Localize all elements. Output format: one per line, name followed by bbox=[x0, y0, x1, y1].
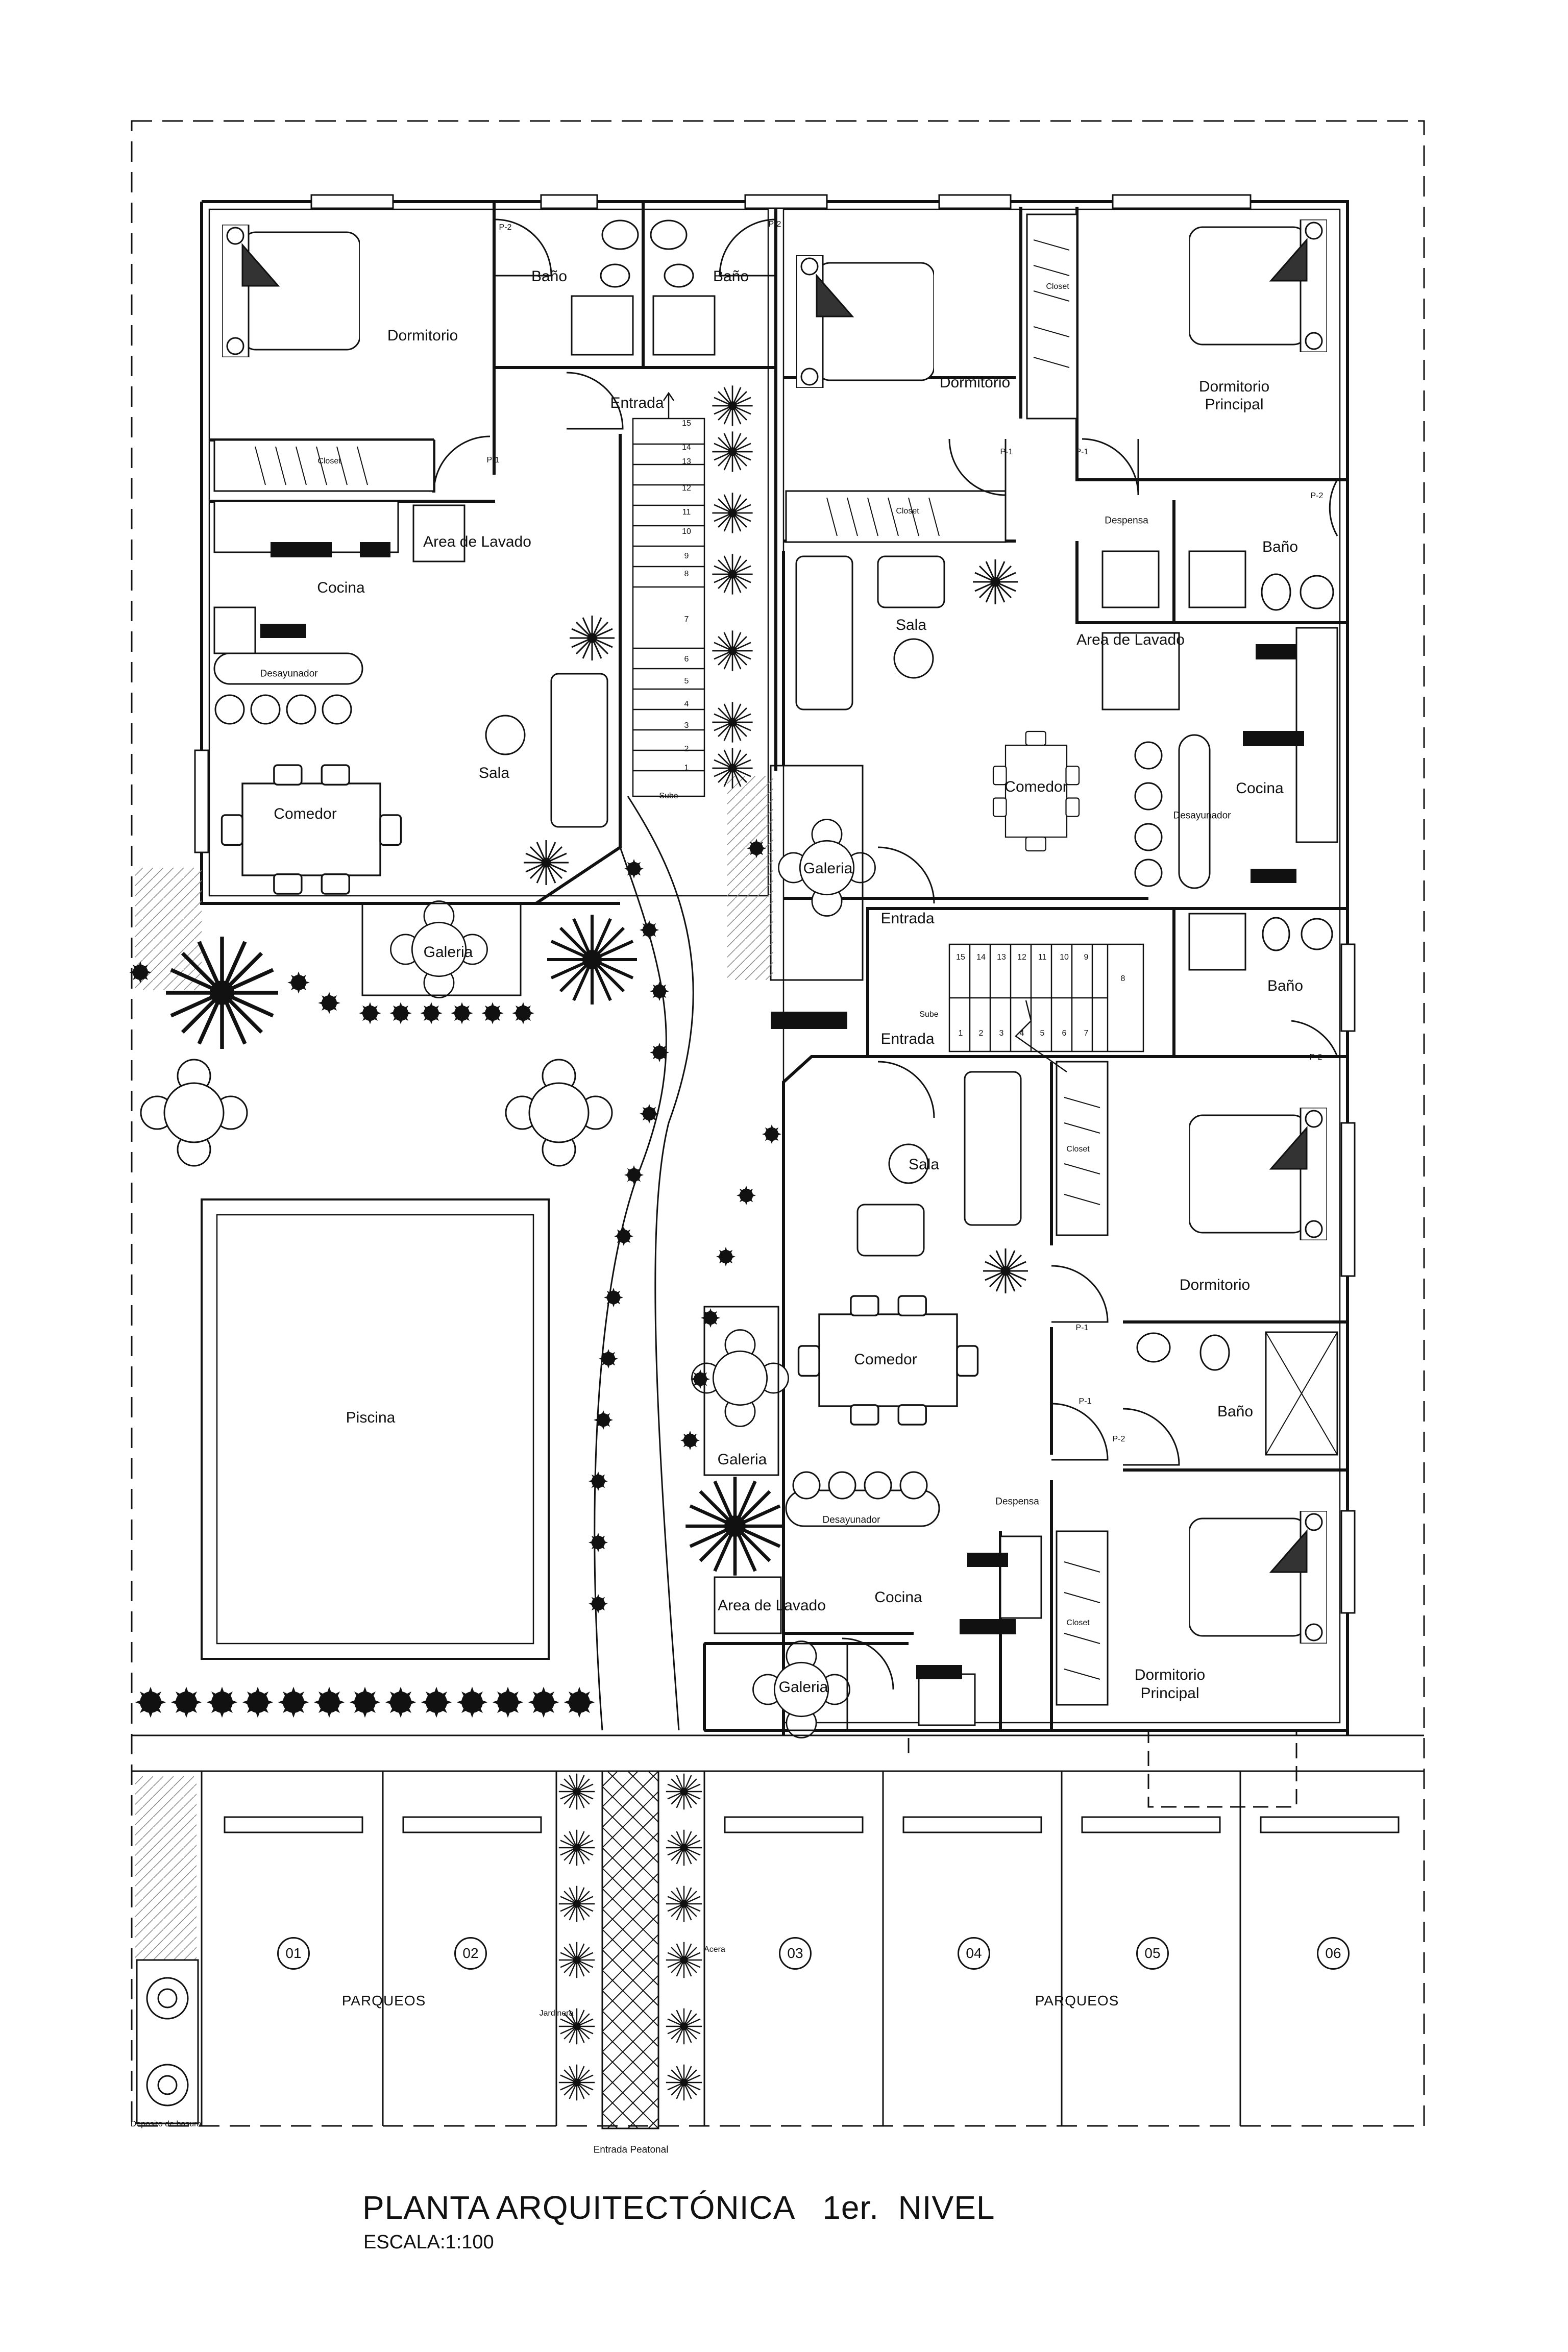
stair-step: 10 bbox=[682, 527, 691, 536]
stair-step: 15 bbox=[682, 419, 691, 428]
room-galeria-bottom-right-b: Galeria bbox=[778, 1679, 828, 1696]
desayunador-top-right: Desayunador bbox=[1173, 810, 1231, 821]
parking-label-right: PARQUEOS bbox=[1035, 1993, 1119, 2008]
room-dormitorio-principal-bottom-right: Dormitorio bbox=[1134, 1667, 1206, 1683]
room-galeria-bottom-right-a: Galeria bbox=[717, 1451, 767, 1468]
entrance-label-stair-bottom: Entrada bbox=[880, 1031, 935, 1047]
stair-sube-right: Sube bbox=[919, 1010, 939, 1019]
parking-number-05: 05 bbox=[1136, 1937, 1169, 1970]
drawing-scale: ESCALA:1:100 bbox=[363, 2232, 494, 2253]
desayunador-bottom-right: Desayunador bbox=[822, 1514, 880, 1526]
door-tag-p1-bottom-right-b: P-1 bbox=[1079, 1397, 1092, 1406]
stair-step: 5 bbox=[684, 677, 689, 685]
stair-step: 6 bbox=[684, 655, 689, 664]
stair-step: 12 bbox=[682, 484, 691, 493]
closet-label-top-left: Closet bbox=[317, 457, 341, 465]
room-comedor-top-right: Comedor bbox=[1004, 778, 1068, 795]
room-lavado-top-left: Area de Lavado bbox=[423, 533, 531, 550]
stair-step: 5 bbox=[1040, 1029, 1045, 1038]
room-bano-top-left-b: Baño bbox=[713, 268, 749, 285]
drawing-title: PLANTA ARQUITECTÓNICA 1er. NIVEL bbox=[362, 2189, 995, 2226]
stair-step: 3 bbox=[999, 1029, 1004, 1038]
door-tag-p2-bottom-right: P-2 bbox=[1112, 1435, 1125, 1443]
closet-label-bottom-right-b: Closet bbox=[1066, 1619, 1090, 1627]
room-galeria-top-right: Galeria bbox=[803, 860, 853, 877]
door-tag-p2-a: P-2 bbox=[499, 223, 512, 232]
room-sala-bottom-right: Sala bbox=[908, 1156, 940, 1173]
stair-step: 9 bbox=[1084, 953, 1089, 962]
parking-number-03: 03 bbox=[779, 1937, 812, 1970]
door-tag-p2-upper-right: P-2 bbox=[1309, 1053, 1322, 1062]
door-tag-p2-top-right: P-2 bbox=[1310, 492, 1324, 500]
door-tag-p1-top-left: P-1 bbox=[486, 456, 500, 464]
stair-step: 3 bbox=[684, 721, 689, 730]
closet-label-bottom-right-a: Closet bbox=[1066, 1145, 1090, 1154]
stair-step: 12 bbox=[1017, 953, 1026, 962]
room-bano-bottom-right: Baño bbox=[1217, 1403, 1254, 1420]
entrada-peatonal-label: Entrada Peatonal bbox=[593, 2144, 669, 2155]
stair-landing: 8 bbox=[1120, 974, 1125, 983]
room-dormitorio-top-right: Dormitorio bbox=[939, 374, 1011, 391]
door-tag-p1-bottom-right-a: P-1 bbox=[1075, 1324, 1089, 1332]
parking-number-01: 01 bbox=[277, 1937, 310, 1970]
stair-step: 10 bbox=[1060, 953, 1069, 962]
room-comedor-bottom-right: Comedor bbox=[854, 1351, 917, 1368]
room-despensa-top-right: Despensa bbox=[1105, 515, 1148, 526]
room-dormitorio-principal-top-right: Dormitorio bbox=[1198, 378, 1270, 395]
entrance-label-stair-top: Entrada bbox=[880, 910, 935, 927]
room-lavado-bottom-right: Area de Lavado bbox=[718, 1597, 826, 1614]
stair-step: 1 bbox=[958, 1029, 963, 1038]
stair-sube-left: Sube bbox=[659, 792, 678, 800]
room-sala-top-left: Sala bbox=[478, 765, 510, 781]
stair-step: 11 bbox=[682, 508, 691, 517]
stair-step: 2 bbox=[684, 745, 689, 753]
stair-step: 14 bbox=[976, 953, 986, 962]
stair-step: 2 bbox=[978, 1029, 984, 1038]
stair-step: 15 bbox=[956, 953, 965, 962]
stair-step: 6 bbox=[1062, 1029, 1067, 1038]
stair-step: 7 bbox=[1084, 1029, 1089, 1038]
room-cocina-top-left: Cocina bbox=[317, 579, 365, 596]
door-tag-p1-top-right-b: P-1 bbox=[1075, 448, 1089, 456]
desayunador-top-left: Desayunador bbox=[260, 668, 318, 679]
room-dormitorio-bottom-right: Dormitorio bbox=[1179, 1277, 1251, 1293]
room-despensa-bottom-right: Despensa bbox=[995, 1496, 1039, 1507]
parking-number-04: 04 bbox=[958, 1937, 990, 1970]
stair-step: 4 bbox=[1019, 1029, 1024, 1038]
room-dormitorio-top-left: Dormitorio bbox=[387, 327, 458, 344]
entrance-label-top: Entrada bbox=[610, 395, 664, 411]
parking-number-06: 06 bbox=[1317, 1937, 1350, 1970]
room-galeria-top-left: Galeria bbox=[423, 944, 473, 961]
deposito-basura-label: Deposito de basura bbox=[130, 2120, 202, 2128]
room-piscina: Piscina bbox=[346, 1409, 396, 1426]
stair-step: 1 bbox=[684, 764, 689, 772]
room-cocina-top-right: Cocina bbox=[1236, 780, 1284, 797]
room-sala-top-right: Sala bbox=[895, 617, 927, 633]
room-dormitorio-principal-bottom-right-2: Principal bbox=[1140, 1685, 1199, 1702]
parking-number-02: 02 bbox=[454, 1937, 487, 1970]
room-lavado-top-right: Area de Lavado bbox=[1076, 631, 1185, 648]
acera-label: Acera bbox=[704, 1945, 725, 1954]
room-cocina-bottom-right: Cocina bbox=[874, 1589, 922, 1606]
room-bano-top-right: Baño bbox=[1262, 538, 1298, 555]
room-dormitorio-principal-top-right-2: Principal bbox=[1205, 396, 1264, 413]
stair-step: 14 bbox=[682, 443, 691, 452]
stair-step: 7 bbox=[684, 615, 689, 624]
room-bano-upper-right: Baño bbox=[1267, 977, 1304, 994]
room-comedor-top-left: Comedor bbox=[274, 805, 337, 822]
closet-label-top-right-b: Closet bbox=[896, 507, 919, 516]
stair-step: 13 bbox=[997, 953, 1006, 962]
door-tag-p2-b: P-2 bbox=[768, 220, 781, 229]
stair-step: 11 bbox=[1038, 953, 1047, 962]
stair-step: 8 bbox=[684, 570, 689, 578]
parking-label-left: PARQUEOS bbox=[341, 1993, 426, 2008]
stair-step: 9 bbox=[684, 552, 689, 560]
door-tag-p1-top-right-a: P-1 bbox=[1000, 448, 1013, 456]
jardinera-label: Jardinera bbox=[539, 2009, 574, 2018]
stair-step: 4 bbox=[684, 700, 689, 708]
room-bano-top-left-a: Baño bbox=[531, 268, 568, 285]
stair-step: 13 bbox=[682, 457, 691, 466]
closet-label-top-right-a: Closet bbox=[1046, 282, 1069, 291]
